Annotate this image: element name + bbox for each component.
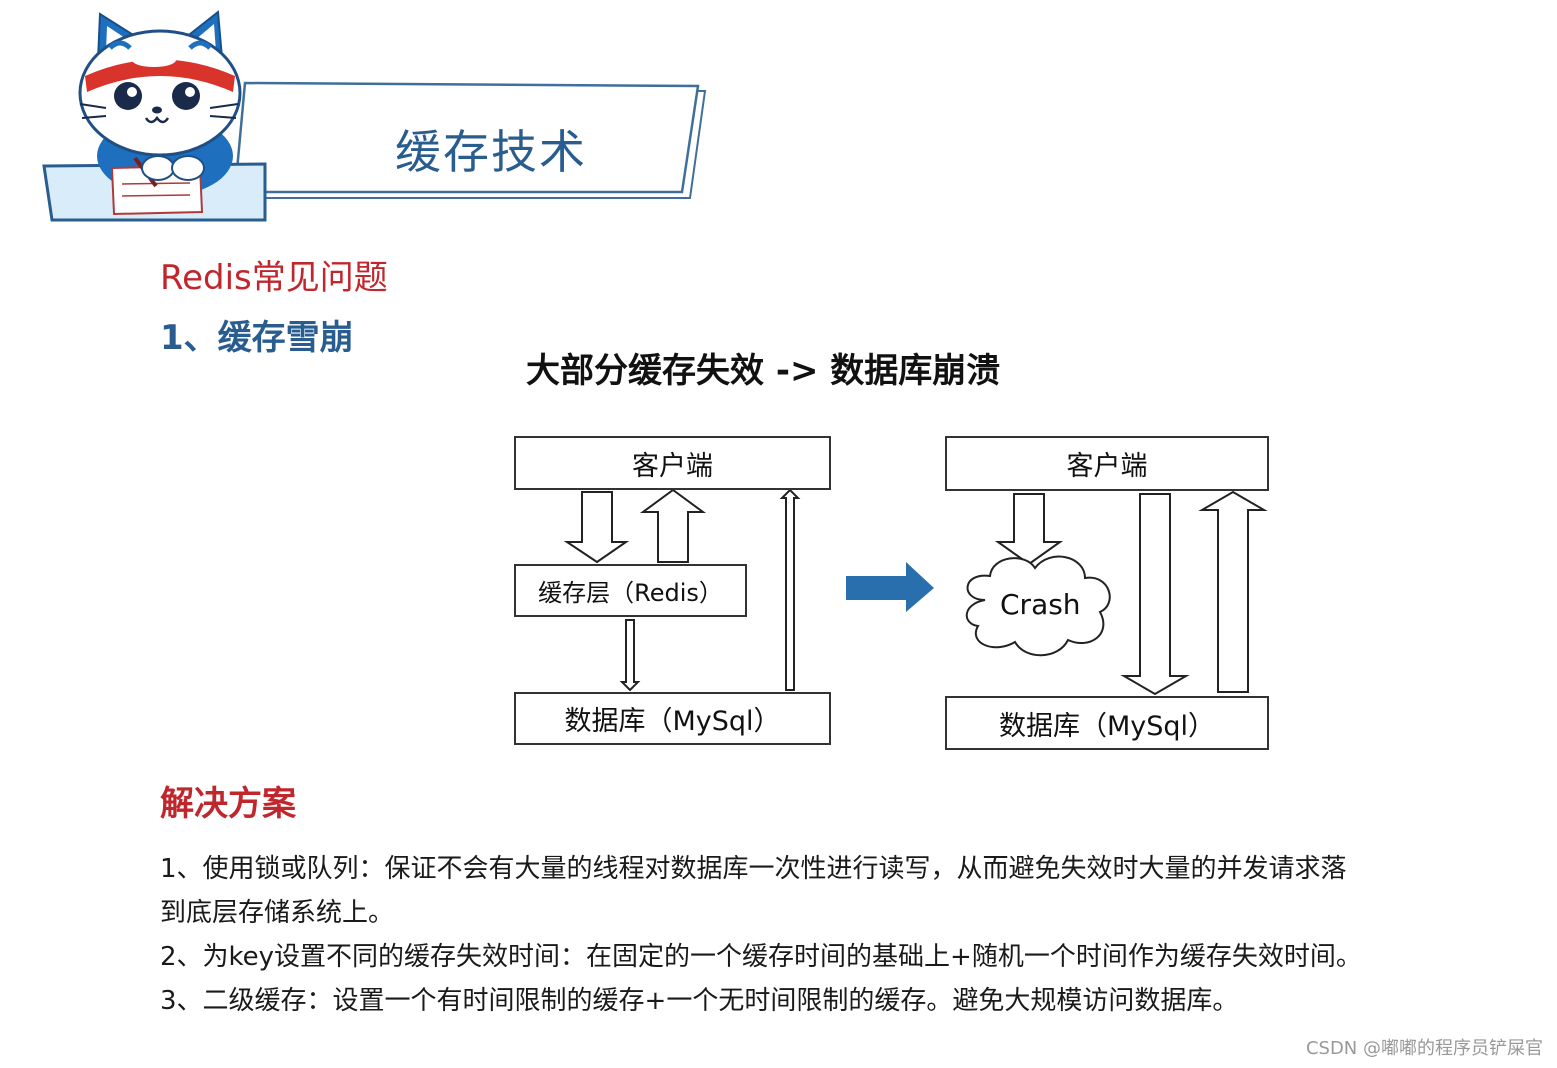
solution-line-1: 1、使用锁或队列：保证不会有大量的线程对数据库一次性进行读写，从而避免失效时大量…: [160, 854, 1347, 884]
banner-graphic: [42, 10, 707, 222]
diagram-title: 大部分缓存失效 -> 数据库崩溃: [526, 351, 1001, 391]
section-item-heading: 1、缓存雪崩: [160, 318, 354, 358]
arrow-cache-to-db: [619, 619, 641, 692]
arrow-client-to-db: [1120, 493, 1190, 696]
arrow-client-to-crash: [994, 493, 1064, 566]
crash-label: Crash: [1000, 588, 1081, 621]
section-topic: Redis常见问题: [160, 258, 388, 298]
arrow-db-to-client: [779, 488, 801, 691]
right-database-box: 数据库（MySql）: [945, 696, 1269, 750]
solution-line-2: 2、为key设置不同的缓存失效时间：在固定的一个缓存时间的基础上+随机一个时间作…: [160, 942, 1362, 972]
solution-line-3: 3、二级缓存：设置一个有时间限制的缓存+一个无时间限制的缓存。避免大规模访问数据…: [160, 986, 1239, 1016]
left-cache-box: 缓存层（Redis）: [514, 564, 747, 617]
arrow-cache-to-client: [639, 488, 707, 563]
header-banner: 缓存技术: [40, 8, 720, 233]
watermark: CSDN @嘟嘟的程序员铲屎官: [1305, 1038, 1543, 1059]
transition-arrow-icon: [846, 562, 934, 612]
arrow-client-to-cache: [563, 491, 630, 564]
arrow-db-to-client-right: [1198, 490, 1268, 693]
solution-line-1-continued: 到底层存储系统上。: [160, 898, 395, 928]
banner-title: 缓存技术: [395, 125, 587, 179]
left-database-box: 数据库（MySql）: [514, 692, 831, 745]
right-client-box: 客户端: [945, 436, 1269, 491]
solutions-title: 解决方案: [160, 784, 296, 824]
left-client-box: 客户端: [514, 436, 831, 490]
